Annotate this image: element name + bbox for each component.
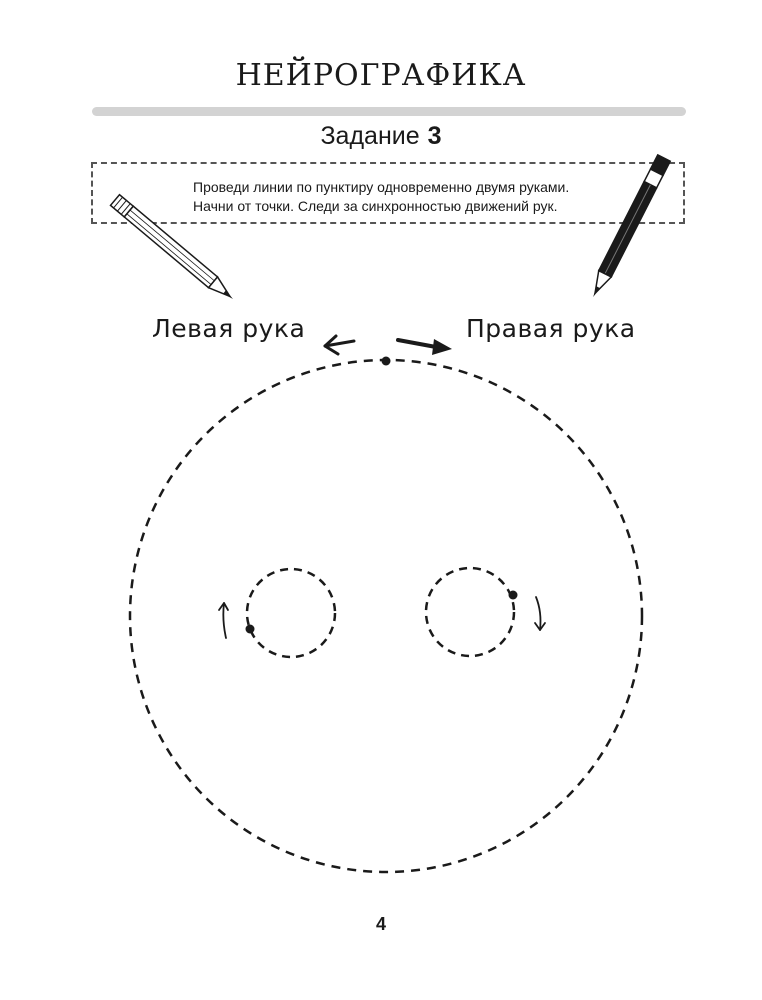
left-dashed-circle bbox=[245, 567, 337, 659]
left-hand-label: Левая рука bbox=[152, 314, 306, 343]
left-circle-start-dot bbox=[245, 624, 255, 634]
right-pencil-icon bbox=[593, 153, 672, 297]
task-number: 3 bbox=[427, 122, 442, 150]
large-circle-start-dot bbox=[381, 356, 391, 366]
instructions-box: Проведи линии по пунктиру одновременно д… bbox=[91, 162, 685, 224]
instruction-line-1: Проведи линии по пунктиру одновременно д… bbox=[193, 179, 570, 195]
instruction-line-2: Начни от точки. Следи за синхронностью д… bbox=[193, 198, 558, 214]
page-number: 4 bbox=[375, 914, 386, 934]
right-dashed-circle bbox=[424, 566, 516, 658]
large-dashed-circle bbox=[128, 358, 644, 874]
title-divider bbox=[92, 107, 686, 116]
left-circle-up-arrow bbox=[218, 602, 229, 639]
instructions-text: Проведи линии по пунктиру одновременно д… bbox=[193, 178, 613, 216]
right-circle-down-arrow bbox=[534, 596, 546, 631]
task-label: Задание bbox=[320, 122, 420, 150]
right-circle-start-dot bbox=[508, 590, 518, 600]
left-pencil-icon bbox=[109, 193, 233, 299]
page-title: НЕЙРОГРАФИКА bbox=[235, 58, 527, 93]
right-hand-label: Правая рука bbox=[466, 314, 636, 343]
right-direction-arrow bbox=[396, 338, 452, 355]
left-direction-arrow bbox=[323, 334, 356, 356]
